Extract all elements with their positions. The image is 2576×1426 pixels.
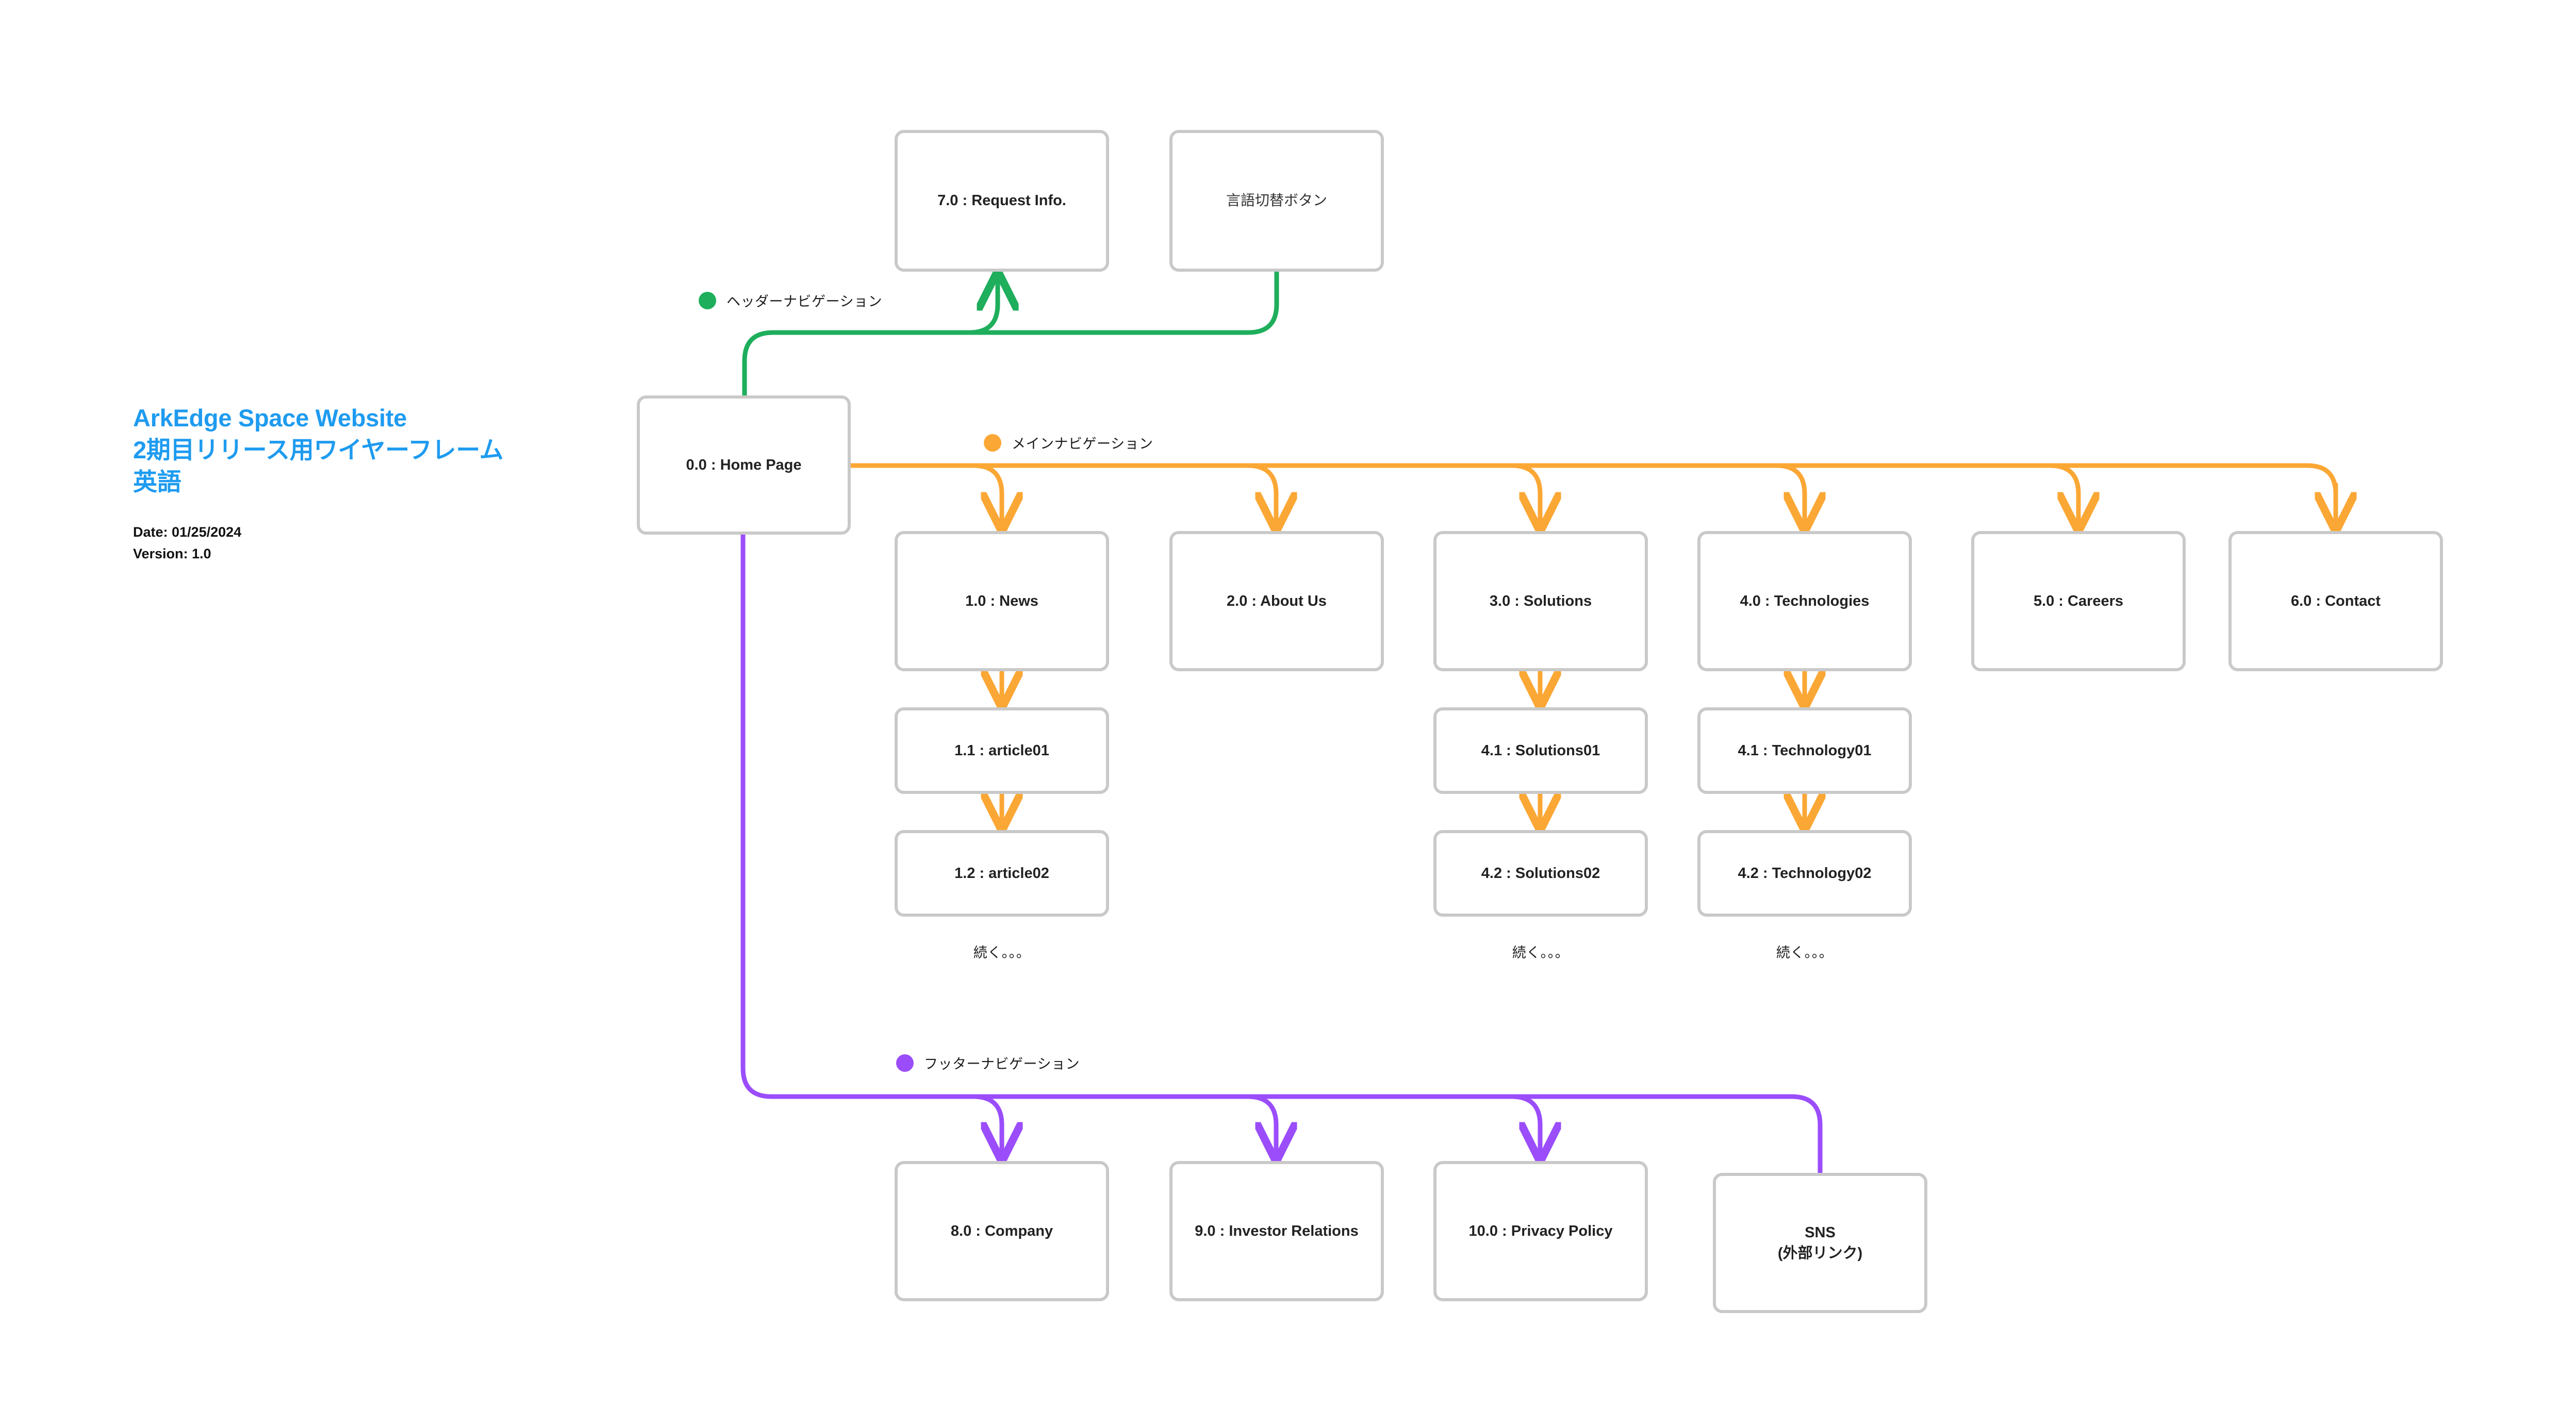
edge-main-to-careers (2047, 463, 2078, 531)
legend-dot-orange-icon (984, 434, 1001, 452)
node-technology02[interactable]: 4.2 : Technology02 (1697, 830, 1912, 917)
edge-footer-to-privacy (1509, 1094, 1540, 1161)
continuation-note-technologies: 続く。。。 (1776, 945, 1834, 960)
edge-main-nav-bus (848, 463, 2338, 523)
legend-main-nav: メインナビゲーション (984, 433, 1153, 453)
edge-main-to-news (971, 463, 1002, 531)
node-technologies[interactable]: 4.0 : Technologies (1697, 531, 1912, 671)
node-article02[interactable]: 1.2 : article02 (895, 830, 1109, 917)
page-title-line-1: ArkEdge Space Website (133, 404, 407, 432)
node-investor-relations[interactable]: 9.0 : Investor Relations (1169, 1161, 1384, 1301)
page-title-line-2: 2期目リリース用ワイヤーフレーム (133, 436, 504, 464)
legend-dot-purple-icon (896, 1054, 914, 1072)
page-title-line-3: 英語 (133, 468, 181, 496)
legend-footer-nav-label: フッターナビゲーション (924, 1056, 1080, 1072)
edge-footer-to-company (971, 1094, 1002, 1161)
edge-footer-to-investor (1245, 1094, 1276, 1161)
node-careers[interactable]: 5.0 : Careers (1971, 531, 2186, 671)
node-solutions02[interactable]: 4.2 : Solutions02 (1433, 830, 1648, 917)
node-about-us[interactable]: 2.0 : About Us (1169, 531, 1384, 671)
edge-header-to-language-button (977, 269, 1279, 335)
edge-home-header-trunk (742, 330, 982, 398)
node-privacy-policy[interactable]: 10.0 : Privacy Policy (1433, 1161, 1648, 1301)
node-request-info[interactable]: 7.0 : Request Info. (895, 130, 1109, 272)
edge-main-to-technologies (1774, 463, 1805, 531)
edge-main-to-solutions (1509, 463, 1540, 531)
edge-footer-bus (977, 1094, 1823, 1175)
node-home-page[interactable]: 0.0 : Home Page (637, 395, 851, 535)
node-sns-external-link[interactable]: SNS (外部リンク) (1713, 1173, 1927, 1313)
continuation-note-news: 続く。。。 (973, 945, 1031, 960)
legend-main-nav-label: メインナビゲーション (1012, 436, 1153, 452)
document-version: Version: 1.0 (133, 545, 211, 561)
document-date: Date: 01/25/2024 (133, 524, 242, 540)
document-meta: Date: 01/25/2024 Version: 1.0 (133, 522, 556, 565)
node-news[interactable]: 1.0 : News (895, 531, 1109, 671)
legend-dot-green-icon (699, 291, 716, 309)
legend-header-nav: ヘッダーナビゲーション (699, 290, 882, 310)
node-sns-line-1: SNS (1805, 1224, 1836, 1241)
legend-footer-nav: フッターナビゲーション (896, 1053, 1080, 1073)
edge-main-to-about (1245, 463, 1276, 531)
document-title-block: ArkEdge Space Website 2期目リリース用ワイヤーフレーム 英… (133, 402, 556, 565)
legend-header-nav-label: ヘッダーナビゲーション (726, 294, 882, 309)
node-sns-line-2: (外部リンク) (1777, 1245, 1863, 1262)
node-contact[interactable]: 6.0 : Contact (2228, 531, 2443, 671)
continuation-note-solutions: 続く。。。 (1512, 945, 1570, 960)
node-language-switch-button[interactable]: 言語切替ボタン (1169, 130, 1384, 272)
node-technology01[interactable]: 4.1 : Technology01 (1697, 707, 1912, 794)
node-solutions01[interactable]: 4.1 : Solutions01 (1433, 707, 1648, 794)
node-company[interactable]: 8.0 : Company (895, 1161, 1109, 1301)
node-article01[interactable]: 1.1 : article01 (895, 707, 1109, 794)
edge-header-to-request-info (967, 272, 998, 335)
node-solutions[interactable]: 3.0 : Solutions (1433, 531, 1648, 671)
